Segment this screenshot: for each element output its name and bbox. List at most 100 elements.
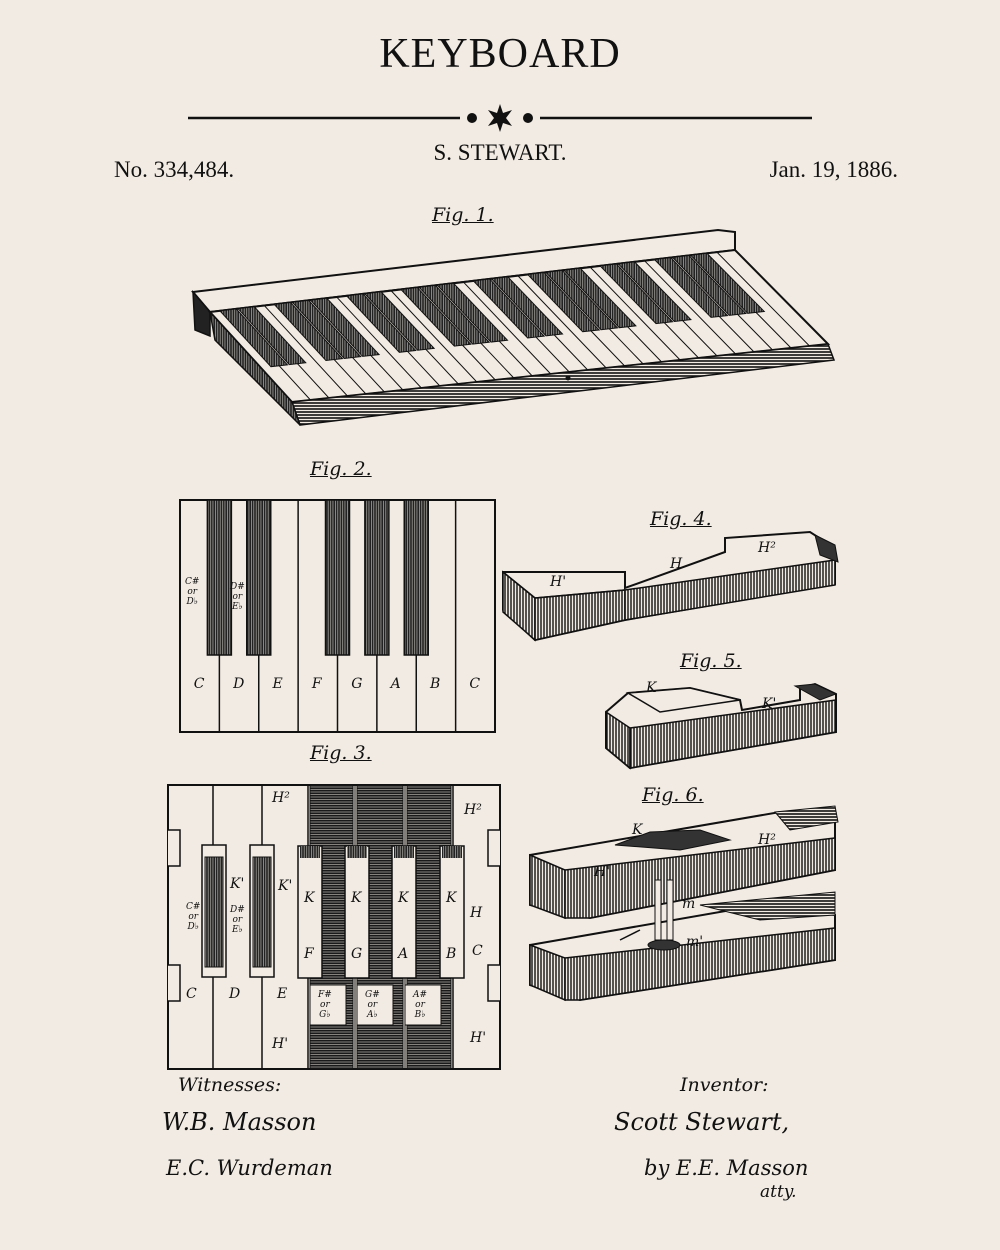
fig3-bottom-label-line: F# (318, 990, 332, 1000)
fig2-white-key-label: C (193, 676, 205, 692)
fig4-label-h-prime: H' (550, 574, 567, 590)
star-ornament-icon (488, 104, 512, 132)
page-title: KEYBOARD (379, 31, 621, 77)
fig2-black-key (324, 499, 351, 656)
fig1-black-key (544, 269, 619, 331)
fig2-white-key-label: F (311, 676, 322, 692)
fig3-bottom-label-line: G# (365, 990, 380, 1000)
fig1-black-key (273, 301, 344, 362)
fig3-k-slot (344, 845, 370, 979)
inventor-signature: Scott Stewart, (614, 1108, 790, 1136)
fig2-white-key-label: E (272, 676, 283, 692)
fig3-white-key-label: C (186, 986, 197, 1002)
fig3-k-label: K (446, 890, 457, 906)
fig1-key-divider (589, 266, 681, 361)
fig1-black-key (237, 306, 307, 366)
fig1-black-key (345, 293, 417, 353)
fig1-black-key (653, 257, 729, 318)
fig3-k-prime-1: K' (230, 876, 245, 892)
fig6-label-h-prime: H' (594, 864, 611, 880)
fig3-notches (168, 829, 500, 1002)
attorney-label: atty. (760, 1182, 797, 1202)
figure-3-keys-underside (167, 784, 501, 1070)
figure-5-label: Fig. 5. (680, 650, 742, 672)
fig3-sharp-slot-fill (204, 856, 224, 968)
fig2-black-key (206, 499, 233, 656)
fig1-black-key (490, 276, 564, 337)
fig3-k-label: K (304, 890, 315, 906)
fig3-label-h-prime-right: H' (470, 1030, 487, 1046)
fig3-white-key-label: E (277, 986, 288, 1002)
fig3-bottom-plate (309, 984, 347, 1026)
fig3-k-slot (297, 845, 323, 979)
fig3-label-h-prime-left: H' (272, 1036, 289, 1052)
header-divider (188, 104, 812, 132)
witness-1-signature: W.B. Masson (162, 1108, 317, 1136)
fig6-label-h2: H² (758, 832, 776, 848)
fig3-lower-key-label: A (398, 946, 409, 962)
fig6-label-m: m (682, 896, 696, 912)
fig2-white-key-label: C (469, 676, 481, 692)
fig3-k-slot-top (442, 846, 462, 858)
fig3-bottom-label-line: B♭ (414, 1010, 426, 1020)
fig3-label-h: H (470, 905, 483, 921)
fig6-label-k: K (632, 822, 643, 838)
fig3-k-slot-top (300, 846, 320, 858)
figure-5-key-lever (605, 682, 838, 770)
fig1-black-key (689, 252, 766, 314)
fig3-lower-key-label: B (446, 946, 457, 962)
figure-6-key-assembly (529, 805, 839, 1002)
figure-1-keyboard (191, 228, 836, 426)
fig1-black-key (399, 286, 472, 347)
fig2-black-key (246, 499, 272, 656)
fig3-k-slot-top (347, 846, 367, 858)
inventor-heading: Inventor: (680, 1074, 769, 1096)
fig4-label-h2: H² (758, 540, 776, 556)
fig3-bottom-label-line: or (415, 1000, 425, 1010)
fig3-bottom-label-line: or (367, 1000, 378, 1010)
fig1-black-key (218, 308, 289, 368)
fig2-white-key-label: B (429, 676, 441, 692)
fig1-black-key (671, 254, 747, 316)
fig1-key-divider (517, 275, 607, 369)
fig3-sharp-slot-fill (252, 856, 272, 968)
fig2-white-key-label: G (351, 676, 363, 692)
fig1-black-key (526, 272, 601, 333)
fig2-black-key (364, 499, 390, 656)
fig3-label-c-right: C (472, 943, 483, 959)
fig1-black-key (291, 299, 362, 359)
figure-2-label: Fig. 2. (310, 458, 372, 480)
figure-1-label: Fig. 1. (432, 204, 494, 226)
figure-2-keys-plan (179, 499, 496, 733)
fig1-black-keys (218, 252, 766, 368)
fig1-black-key (599, 263, 674, 325)
fig1-key-divider (336, 296, 422, 389)
fig3-bottom-label-line: G♭ (319, 1010, 331, 1020)
fig1-black-key (363, 291, 436, 351)
witnesses-heading: Witnesses: (178, 1074, 282, 1096)
fig2-black-key (403, 499, 429, 656)
fig1-black-key (309, 297, 381, 357)
fig3-k-prime-2: K' (278, 878, 293, 894)
fig3-bottom-label-line: A# (413, 990, 428, 1000)
fig2-white-key-label: D (233, 676, 245, 692)
fig1-key-divider (263, 305, 348, 397)
attorney-by-line: by E.E. Masson (644, 1156, 809, 1180)
fig4-label-h: H (670, 556, 683, 572)
fig1-key-divider (644, 260, 736, 355)
fig3-label-h2-right: H² (464, 802, 482, 818)
fig6-label-m-prime: m' (686, 934, 704, 950)
figure-3-label: Fig. 3. (310, 742, 372, 764)
fig3-lower-key-label: F (304, 946, 314, 962)
figure-4-label: Fig. 4. (650, 508, 712, 530)
fig3-bottom-label-line: or (320, 1000, 330, 1010)
fig3-white-key-label: D (229, 986, 241, 1002)
